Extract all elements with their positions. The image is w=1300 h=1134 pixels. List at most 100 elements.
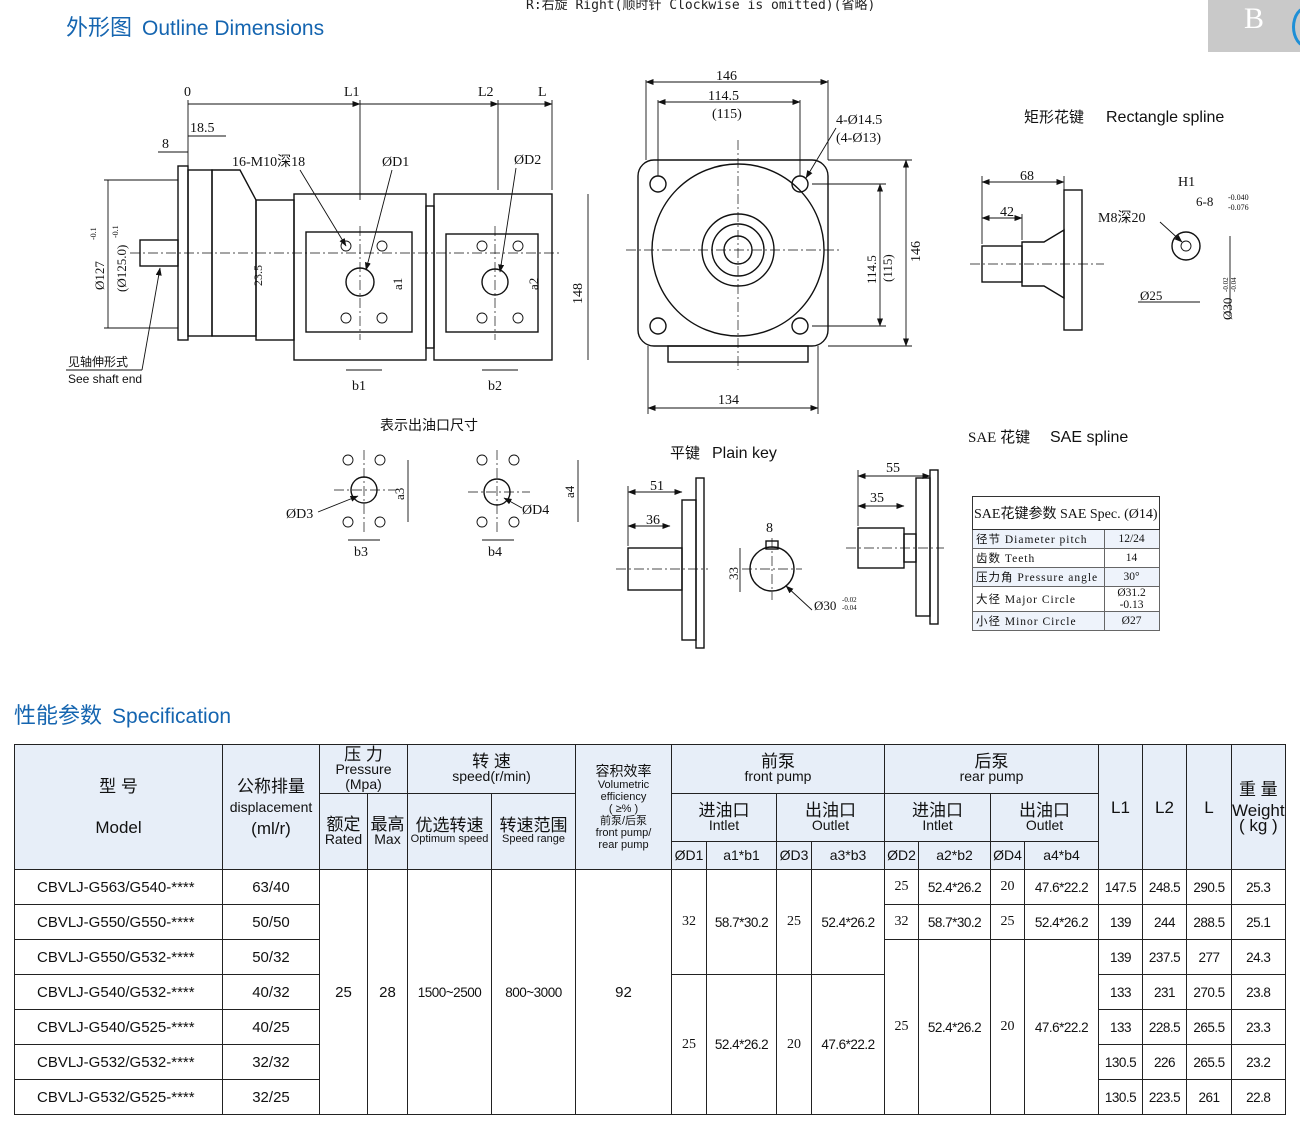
cell-disp: 50/50 xyxy=(222,904,320,940)
cell-od1: 25 xyxy=(671,974,707,1115)
table-row: CBVLJ-G532/G532-**** 32/32 130.5 226 265… xyxy=(14,1044,1286,1080)
cell-efficiency: 92 xyxy=(575,869,672,1115)
front-dim-114-5: 114.5 xyxy=(708,89,739,104)
rect-spline-tol1: -0.040 xyxy=(1228,193,1249,202)
rear-outlet-cn: 出油口 xyxy=(1019,800,1070,820)
pressure-cn: 压 力 xyxy=(344,744,383,764)
sae-row-value: 12/24 xyxy=(1103,529,1160,549)
catalog-tab[interactable]: B xyxy=(1208,0,1300,52)
table-row: CBVLJ-G532/G525-**** 32/25 130.5 223.5 2… xyxy=(14,1079,1286,1115)
cell-l: 288.5 xyxy=(1186,904,1232,940)
cell-weight: 24.3 xyxy=(1231,939,1286,975)
cell-disp: 63/40 xyxy=(222,869,320,905)
dim-125-tol: -0.1 xyxy=(111,225,120,238)
rear-en: rear pump xyxy=(959,768,1024,784)
rear-inlet-en: Intlet xyxy=(922,816,953,833)
spec-title-cn: 性能参数 xyxy=(14,703,103,728)
cell-a2b2: 58.7*30.2 xyxy=(918,904,991,940)
shaft-note-en: See shaft end xyxy=(68,372,142,386)
eff-pct: ( ≥% ) xyxy=(608,802,639,815)
disp-unit: (ml/r) xyxy=(251,818,291,838)
dim-148: 148 xyxy=(571,283,586,304)
cell-model: CBVLJ-G550/G550-**** xyxy=(14,904,223,940)
cell-l2: 228.5 xyxy=(1142,1009,1187,1045)
plain-dim-36: 36 xyxy=(646,513,660,528)
front-en: front pump xyxy=(744,768,812,784)
eff-en2: efficiency xyxy=(600,790,647,803)
weight-en: Weight xyxy=(1232,800,1285,820)
cell-disp: 32/32 xyxy=(222,1044,320,1080)
front-cn: 前泵 xyxy=(761,752,795,771)
dim-23-5: 23.5 xyxy=(251,265,265,286)
shaft-note-cn: 见轴伸形式 xyxy=(68,354,128,369)
sae-row-value: 14 xyxy=(1103,548,1160,568)
dim-l1: L1 xyxy=(344,85,360,100)
col-od1: ØD1 xyxy=(671,841,707,870)
front-holes-alt: (4-Ø13) xyxy=(836,131,881,146)
pressure-en: Pressure xyxy=(335,760,392,777)
cell-l: 277 xyxy=(1186,939,1232,975)
dim-b2: b2 xyxy=(488,379,502,394)
cell-l1: 133 xyxy=(1098,1009,1143,1045)
cell-weight: 25.3 xyxy=(1231,869,1286,905)
model-en: Model xyxy=(95,818,142,837)
cell-disp: 50/32 xyxy=(222,939,320,975)
range-cn: 转速范围 xyxy=(499,816,568,835)
cell-l1: 147.5 xyxy=(1098,869,1143,905)
plain-title-cn: 平键 xyxy=(670,445,700,462)
cell-disp: 32/25 xyxy=(222,1079,320,1115)
col-a1b1: a1*b1 xyxy=(706,841,777,870)
cell-l2: 231 xyxy=(1142,974,1187,1010)
front-holes: 4-Ø14.5 xyxy=(836,113,882,128)
cell-l2: 237.5 xyxy=(1142,939,1187,975)
weight-unit: ( kg ) xyxy=(1238,815,1278,835)
eff-en1: Volumetric xyxy=(597,778,650,791)
port-a3: a3 xyxy=(392,488,407,500)
cell-a4b4: 52.4*26.2 xyxy=(1024,904,1099,940)
front-inlet-en: Intlet xyxy=(708,816,740,833)
table-row: CBVLJ-G540/G532-**** 40/32 25 52.4*26.2 … xyxy=(14,974,1286,1115)
cell-l2: 244 xyxy=(1142,904,1187,940)
front-view: 146 114.5 (115) 4-Ø14.5 (4-Ø13) 114.5 (1… xyxy=(626,69,924,414)
rect-dim-42: 42 xyxy=(1000,205,1014,220)
sae-row-value: 30° xyxy=(1103,567,1160,587)
cell-weight: 25.1 xyxy=(1231,904,1286,940)
cell-od2: 32 xyxy=(884,904,919,940)
eff-sub-cn: 前泵/后泵 xyxy=(599,814,648,827)
cell-od3: 20 xyxy=(776,974,812,1115)
cell-model: CBVLJ-G540/G525-**** xyxy=(14,1009,223,1045)
pressure-unit: (Mpa) xyxy=(345,775,382,792)
sae-table-title: SAE花键参数 SAE Spec. (Ø14) xyxy=(972,496,1160,530)
thread-label: 16-M10深18 xyxy=(232,154,305,170)
dim-18-5: 18.5 xyxy=(190,121,215,136)
cell-range: 800~3000 xyxy=(491,869,576,1115)
sae-title-en: SAE spline xyxy=(1050,429,1128,446)
dim-a2: a2 xyxy=(526,278,541,290)
rect-h1: H1 xyxy=(1178,175,1195,190)
outline-drawing: 0 L1 L2 L 18.5 8 16-M10深18 ØD1 ØD2 Ø127 … xyxy=(66,69,1249,649)
cell-rated: 25 xyxy=(319,869,368,1115)
cell-model: CBVLJ-G563/G540-**** xyxy=(14,869,223,905)
front-dim-134: 134 xyxy=(718,393,739,408)
cell-l1: 130.5 xyxy=(1098,1044,1143,1080)
rear-inlet-cn: 进油口 xyxy=(912,800,963,820)
col-od4: ØD4 xyxy=(990,841,1025,870)
rect-m8: M8深20 xyxy=(1098,210,1145,226)
model-cn: 型 号 xyxy=(99,777,138,796)
front-dim-115: (115) xyxy=(712,107,742,122)
cell-a3b3: 52.4*26.2 xyxy=(811,869,885,975)
plain-title-en: Plain key xyxy=(712,445,777,462)
sae-dim-55: 55 xyxy=(886,461,900,476)
sae-title-cn: SAE 花键 xyxy=(968,429,1030,446)
cell-od1: 32 xyxy=(671,869,707,975)
